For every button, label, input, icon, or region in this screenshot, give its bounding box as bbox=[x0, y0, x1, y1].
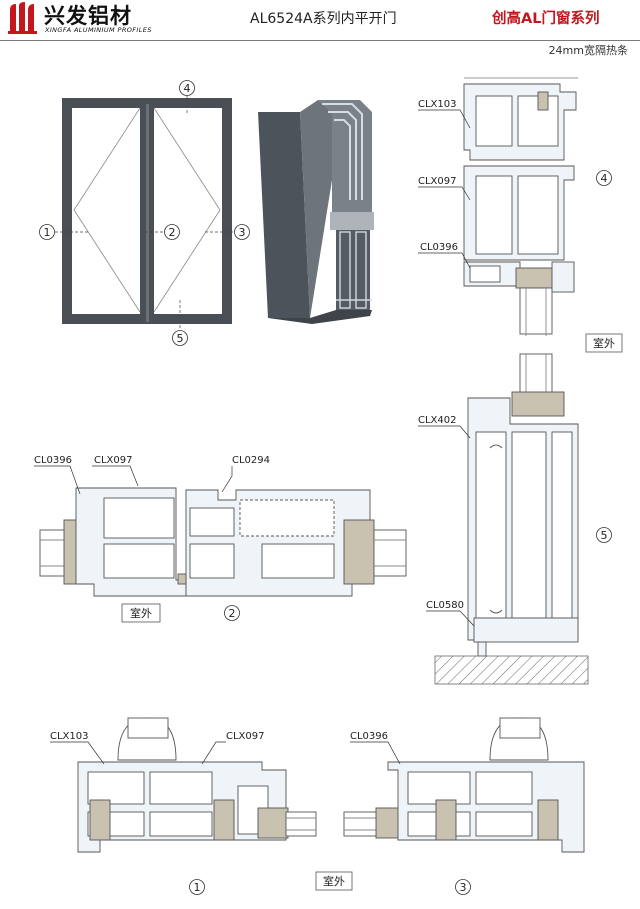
marker-4: 4 bbox=[179, 80, 195, 96]
outside-box-mid: 室外 bbox=[121, 603, 161, 623]
label-cl0396-right: CL0396 bbox=[420, 242, 458, 253]
door-elevation bbox=[55, 90, 240, 330]
leader-lines-right bbox=[418, 109, 475, 627]
svg-text:4: 4 bbox=[184, 82, 191, 95]
marker-2: 2 bbox=[164, 224, 180, 240]
svg-text:1: 1 bbox=[194, 881, 201, 894]
label-clx097-mid: CLX097 bbox=[94, 455, 133, 466]
marker-5: 5 bbox=[172, 330, 188, 346]
elevation-markers: 4 1 2 3 5 bbox=[39, 80, 250, 346]
svg-text:1: 1 bbox=[44, 226, 51, 239]
profile-3d-view bbox=[258, 100, 374, 324]
svg-text:2: 2 bbox=[169, 226, 176, 239]
svg-text:室外: 室外 bbox=[593, 336, 615, 350]
xingfa-logo-icon bbox=[8, 2, 37, 34]
marker-4-right: 4 bbox=[596, 170, 612, 186]
page-title: AL6524A系列内平开门 bbox=[250, 11, 397, 27]
svg-text:室外: 室外 bbox=[323, 874, 345, 888]
section-4-top bbox=[463, 77, 578, 336]
label-clx103-bottom: CLX103 bbox=[50, 731, 89, 742]
label-clx097-right: CLX097 bbox=[418, 176, 457, 187]
marker-3-bottom: 3 bbox=[455, 879, 471, 895]
section-1-left bbox=[77, 717, 317, 853]
outside-box-right: 室外 bbox=[585, 333, 623, 353]
marker-5-right: 5 bbox=[596, 527, 612, 543]
label-clx097-bottom: CLX097 bbox=[226, 731, 265, 742]
series-name: 创高AL门窗系列 bbox=[492, 11, 600, 27]
outside-box-bottom: 室外 bbox=[315, 871, 353, 891]
svg-text:5: 5 bbox=[177, 332, 184, 345]
svg-text:3: 3 bbox=[239, 226, 246, 239]
svg-text:4: 4 bbox=[601, 172, 608, 185]
floor-hatch bbox=[434, 655, 589, 685]
page-header: 兴发铝材 XINGFA ALUMINIUM PROFILES AL6524A系列… bbox=[0, 0, 640, 41]
svg-text:2: 2 bbox=[229, 607, 236, 620]
marker-3: 3 bbox=[234, 224, 250, 240]
marker-2-mid: 2 bbox=[224, 605, 240, 621]
page-subtitle: 24mm宽隔热条 bbox=[548, 44, 628, 57]
marker-1: 1 bbox=[39, 224, 55, 240]
leader-lines-mid bbox=[34, 465, 233, 495]
label-clx402: CLX402 bbox=[418, 415, 457, 426]
brand-name: 兴发铝材 bbox=[44, 4, 132, 28]
label-clx103-right: CLX103 bbox=[418, 99, 457, 110]
svg-text:3: 3 bbox=[460, 881, 467, 894]
section-3-right bbox=[343, 717, 585, 853]
label-cl0294: CL0294 bbox=[232, 455, 270, 466]
brand-name-en: XINGFA ALUMINIUM PROFILES bbox=[45, 26, 152, 34]
section-5-bottom bbox=[467, 353, 579, 657]
marker-1-bottom: 1 bbox=[189, 879, 205, 895]
svg-text:5: 5 bbox=[601, 529, 608, 542]
label-cl0580: CL0580 bbox=[426, 600, 464, 611]
section-2-mullion bbox=[39, 487, 407, 597]
label-cl0396-mid: CL0396 bbox=[34, 455, 72, 466]
svg-text:室外: 室外 bbox=[130, 606, 152, 620]
leader-lines-bottom bbox=[50, 741, 401, 765]
label-cl0396-bottom: CL0396 bbox=[350, 731, 388, 742]
